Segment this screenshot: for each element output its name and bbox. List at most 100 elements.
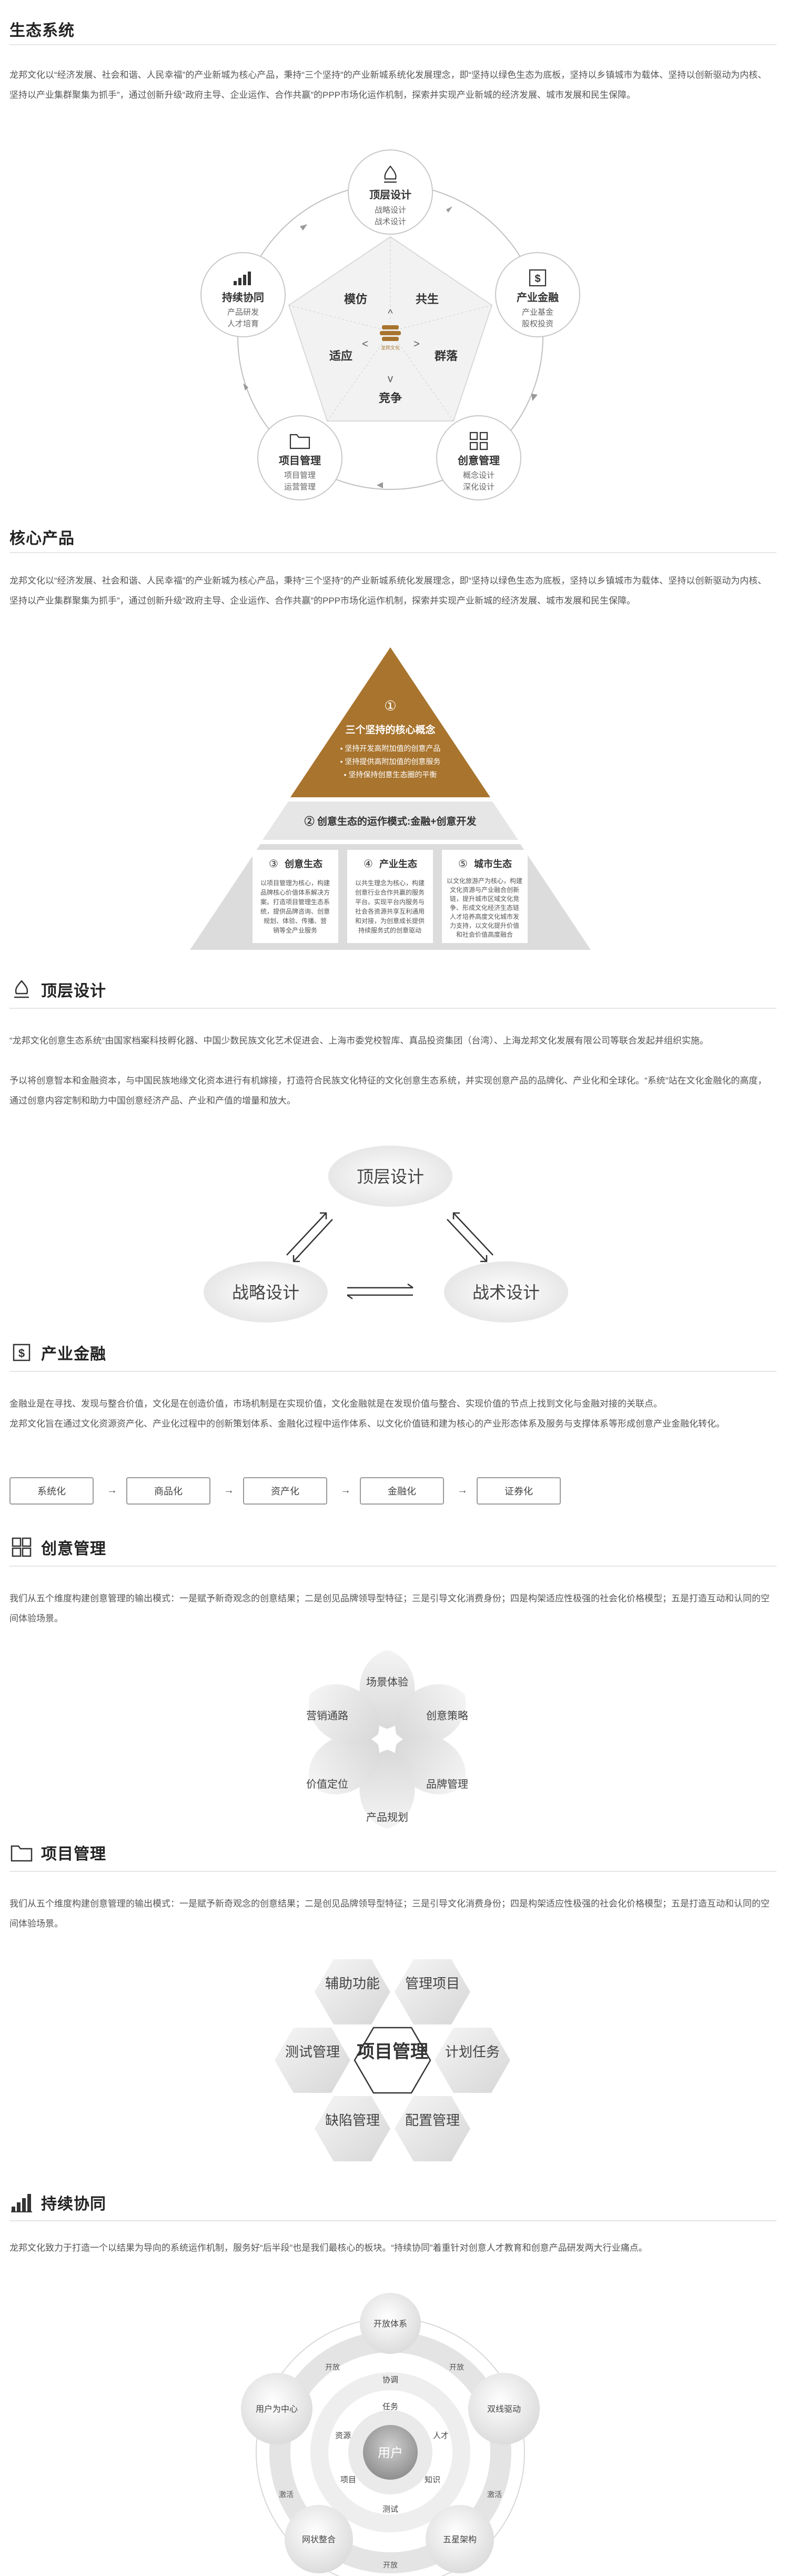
top-design-header: 顶层设计	[9, 976, 106, 1003]
hex-aux-function[interactable]	[315, 1959, 390, 2024]
bubble-dual-drive[interactable]: 双线驱动	[468, 2373, 540, 2444]
top-design-diagram: 顶层设计 战略设计 战术设计	[204, 1146, 568, 1322]
node-tactic-design[interactable]: 战术设计	[444, 1261, 568, 1322]
section-paragraph: 龙邦文化以“经济发展、社会和谐、人民幸福”的产业新城为核心产品，秉持“三个坚持”…	[9, 70, 767, 100]
hex-label: 配置管理	[405, 2112, 460, 2128]
flame-icon	[9, 977, 34, 1001]
svg-text:链，提升城市区域文化竞: 链，提升城市区域文化竞	[450, 895, 519, 903]
svg-text:用户: 用户	[378, 2446, 403, 2460]
svg-text:③: ③	[269, 858, 278, 870]
flow-step-securitize: 证券化	[477, 1477, 561, 1505]
flow-step-financialize: 金融化	[360, 1477, 444, 1505]
section-title: 项目管理	[41, 1846, 106, 1863]
petal-marketing-channel[interactable]	[296, 1671, 392, 1758]
hex-defect-management[interactable]	[315, 2096, 390, 2161]
svg-text:持续服务式的创意驱动: 持续服务式的创意驱动	[358, 926, 421, 934]
user-center[interactable]: 用户	[363, 2425, 418, 2480]
svg-text:管理项目: 管理项目	[405, 1976, 460, 1991]
svg-text:和对接，为创意成长提供: 和对接，为创意成长提供	[355, 917, 425, 925]
project-management-section: 项目管理 我们从五个维度构建创意管理的输出模式：一是赋予新奇观念的创意结果；二是…	[0, 1839, 797, 2176]
node-top-design[interactable]: 顶层设计	[328, 1146, 452, 1207]
svg-text:开放体系: 开放体系	[374, 2319, 407, 2329]
divider	[9, 1008, 776, 1009]
svg-text:• 坚持开发高附加值的创意产品: • 坚持开发高附加值的创意产品	[340, 744, 441, 753]
flame-icon	[384, 165, 397, 183]
svg-text:三个坚持的核心概念: 三个坚持的核心概念	[345, 724, 435, 736]
node-creative-management[interactable]: 创意管理 概念设计 深化设计	[436, 415, 521, 500]
mid-label: 任务	[382, 2402, 398, 2411]
center-label-adapt: 适应	[329, 349, 352, 363]
double-arrow-icon	[286, 1212, 333, 1262]
center-label-compete: 竞争	[379, 392, 402, 405]
svg-text:以文化旅游产为核心，构建: 以文化旅游产为核心，构建	[447, 877, 522, 885]
petal-label: 营销通路	[306, 1710, 348, 1722]
section-paragraph: 我们从五个维度构建创意管理的输出模式：一是赋予新奇观念的创意结果；二是创见品牌领…	[9, 1593, 770, 1623]
finance-flow: 系统化 → 商品化 → 资产化 → 金融化 → 证券化	[9, 1477, 588, 1509]
bubble-network-integration[interactable]: 网状整合	[285, 2505, 353, 2573]
section-paragraph: 龙邦文化以“经济发展、社会和谐、人民幸福”的产业新城为核心产品，秉持“三个坚持”…	[9, 576, 767, 606]
core-header: 核心产品	[9, 524, 75, 550]
node-strategy-design[interactable]: 战略设计	[204, 1261, 328, 1322]
hex-test-management[interactable]	[275, 2028, 350, 2093]
divider	[9, 2220, 776, 2221]
folder-icon	[9, 1840, 34, 1865]
section-title: 顶层设计	[41, 983, 106, 1000]
petal-label: 创意策略	[426, 1710, 468, 1722]
svg-text:产品研发: 产品研发	[227, 308, 259, 317]
svg-text:⑤: ⑤	[458, 858, 468, 870]
svg-text:产业基金: 产业基金	[522, 308, 553, 317]
node-continuous-collaboration[interactable]: 持续协同 产品研发 人才培育	[200, 252, 286, 337]
svg-text:以共生理念为核心，构建: 以共生理念为核心，构建	[355, 879, 425, 887]
node-top-design[interactable]: 顶层设计 战略设计 战术设计	[348, 149, 433, 235]
industry-finance-section: $ 产业金融 金融业是在寻找、发现与整合价值，文化是在创造价值，市场机制是在实现…	[0, 1339, 797, 1534]
mid-label: 测试	[382, 2505, 398, 2514]
hex-config-management[interactable]	[395, 2096, 470, 2161]
hex-center-project-management[interactable]	[354, 2027, 431, 2094]
mid-label: 人才	[433, 2431, 449, 2440]
svg-text:城市生态: 城市生态	[474, 858, 512, 869]
svg-text:• 坚持保持创意生态圈的平衡: • 坚持保持创意生态圈的平衡	[344, 770, 437, 779]
bubble-user-centric[interactable]: 用户为中心	[241, 2373, 312, 2444]
node-project-management[interactable]: 项目管理 项目管理 运营管理	[257, 415, 342, 500]
hex-plan-task[interactable]	[435, 2028, 510, 2093]
dollar-icon: $	[9, 1340, 34, 1365]
svg-text:平台。实现平台内服务与: 平台。实现平台内服务与	[355, 898, 425, 906]
node-industry-finance[interactable]: $ 产业金融 产业基金 股权投资	[495, 252, 580, 337]
svg-text:文化资源与产业融合创新: 文化资源与产业融合创新	[450, 886, 519, 894]
sync-header: 持续协同	[9, 2189, 106, 2216]
svg-text:计划任务: 计划任务	[445, 2044, 500, 2060]
hex-manage-project[interactable]	[395, 1959, 470, 2024]
grid-icon	[469, 432, 488, 450]
grid-icon	[9, 1535, 34, 1559]
hex-label: 测试管理	[285, 2044, 340, 2060]
ring-label: 开放	[325, 2363, 340, 2371]
flow-step-commodify: 商品化	[126, 1477, 210, 1505]
svg-text:品牌核心价值体系解决方: 品牌核心价值体系解决方	[260, 888, 330, 896]
creative-header: 创意管理	[9, 1534, 106, 1560]
svg-text:创意管理: 创意管理	[457, 454, 500, 467]
hex-label: 计划任务	[445, 2044, 500, 2060]
svg-text:深化设计: 深化设计	[463, 483, 495, 492]
petal-label: 品牌管理	[426, 1778, 468, 1790]
svg-text:项目管理: 项目管理	[279, 454, 321, 467]
svg-text:② 创意生态的运作模式:金融+创意开发: ② 创意生态的运作模式:金融+创意开发	[305, 815, 477, 827]
svg-text:创意生态: 创意生态	[284, 858, 322, 869]
ring-label: 激活	[279, 2490, 294, 2499]
bubble-open-system[interactable]: 开放体系	[360, 2293, 421, 2354]
svg-text:项目管理: 项目管理	[284, 471, 316, 480]
ring-label: 开放	[383, 2561, 398, 2569]
svg-text:概念设计: 概念设计	[463, 470, 495, 480]
svg-text:以项目管理为核心，构建: 以项目管理为核心，构建	[260, 879, 330, 887]
hex-center-label: 项目管理	[357, 2042, 428, 2062]
petal-label: 场景体验	[366, 1676, 408, 1688]
svg-text:顶层设计: 顶层设计	[357, 1167, 424, 1186]
petal-value-positioning[interactable]	[296, 1721, 392, 1808]
petal-creative-strategy[interactable]	[382, 1671, 478, 1758]
bubble-five-star[interactable]: 五星架构	[426, 2505, 494, 2573]
svg-text:和社会价值高度融合: 和社会价值高度融合	[456, 930, 513, 938]
ecosystem-diagram: 模仿 共生 适应 群落 竞争 ^ < > v 龙邦文化 顶层设计	[200, 149, 580, 500]
petal-label: 价值定位	[306, 1778, 348, 1790]
svg-text:• 坚持提供高附加值的创意服务: • 坚持提供高附加值的创意服务	[340, 757, 441, 766]
section-paragraph: 我们从五个维度构建创意管理的输出模式：一是赋予新奇观念的创意结果；二是创见品牌领…	[9, 1899, 770, 1929]
folder-icon	[289, 434, 310, 449]
